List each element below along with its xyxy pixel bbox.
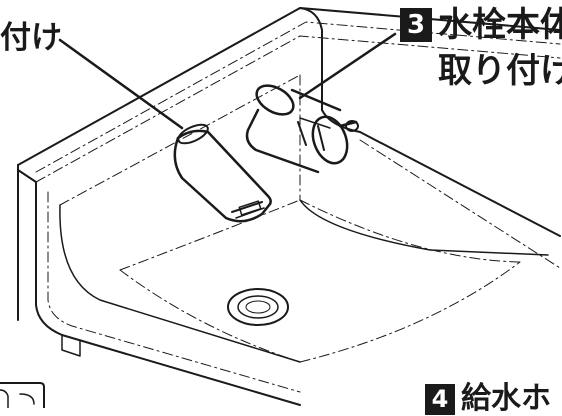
step-3-number-badge: 3 bbox=[400, 8, 432, 42]
sink-rim bbox=[17, 109, 561, 406]
step-4-number-badge: 4 bbox=[425, 384, 455, 415]
mounting-bracket bbox=[61, 334, 81, 357]
leader-lines bbox=[58, 32, 397, 130]
step-3-line2: 取り付け bbox=[438, 51, 562, 91]
label-fragment-top-left: 付け bbox=[0, 20, 62, 56]
drain bbox=[227, 288, 289, 326]
spout bbox=[173, 123, 272, 223]
partial-frame bbox=[0, 382, 45, 408]
step-4-line1: 給水ホ bbox=[461, 381, 551, 416]
faucet-body bbox=[245, 84, 359, 174]
backsplash bbox=[17, 7, 561, 321]
basin bbox=[59, 74, 549, 363]
step-3-line1: 水栓本体 bbox=[438, 5, 562, 45]
